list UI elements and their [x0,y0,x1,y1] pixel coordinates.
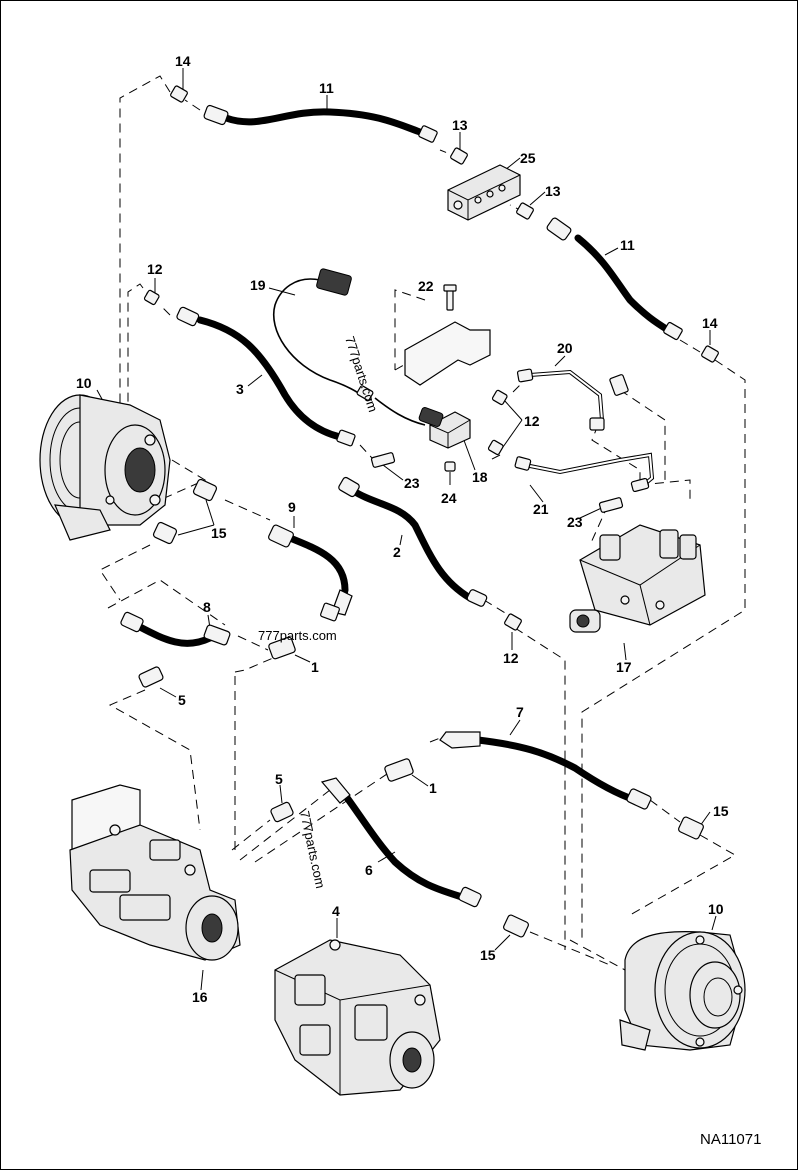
callout-5: 5 [178,692,186,708]
callout-23: 23 [404,475,420,491]
motor-10-lower [619,931,746,1051]
block-25 [447,164,521,221]
callout-23: 23 [567,514,583,530]
callout-22: 22 [418,278,434,294]
watermark-text: 777parts.com [342,334,381,414]
callout-10: 10 [708,901,724,917]
leader-lines [96,68,717,991]
callout-15: 15 [211,525,227,541]
callout-12: 12 [503,650,519,666]
callout-16: 16 [192,989,208,1005]
callout-8: 8 [203,599,211,615]
callout-4: 4 [332,903,340,919]
callout-13: 13 [452,117,468,133]
callout-13: 13 [545,183,561,199]
bracket-18 [316,268,491,449]
callout-3: 3 [236,381,244,397]
hoses [136,108,672,902]
callout-5: 5 [275,771,283,787]
callouts: 14 11 13 25 13 11 12 19 22 14 10 3 20 12… [76,53,729,1005]
callout-19: 19 [250,277,266,293]
routing-lines [99,75,746,971]
pump-16 [69,784,241,961]
callout-11: 11 [319,80,334,96]
callout-2: 2 [393,544,401,560]
callout-12: 12 [147,261,163,277]
callout-18: 18 [472,469,488,485]
callout-12: 12 [524,413,540,429]
valve-17 [569,524,706,633]
callout-15: 15 [713,803,729,819]
pump-4 [274,939,441,1096]
callout-11: 11 [620,237,635,253]
motor-10-upper [39,394,171,541]
callout-24: 24 [441,490,457,506]
callout-20: 20 [557,340,573,356]
callout-1: 1 [311,659,319,675]
callout-9: 9 [288,499,296,515]
callout-1: 1 [429,780,437,796]
callout-10: 10 [76,375,92,391]
callout-17: 17 [616,659,632,675]
watermark-text: 777parts.com [297,810,328,890]
watermark-text: 777parts.com [258,628,337,643]
callout-6: 6 [365,862,373,878]
callout-21: 21 [533,501,549,517]
callout-14: 14 [175,53,191,69]
fittings [120,85,719,938]
callout-15: 15 [480,947,496,963]
callout-7: 7 [516,704,524,720]
callout-25: 25 [520,150,536,166]
callout-14: 14 [702,315,718,331]
drawing-reference: NA11071 [700,1131,761,1148]
